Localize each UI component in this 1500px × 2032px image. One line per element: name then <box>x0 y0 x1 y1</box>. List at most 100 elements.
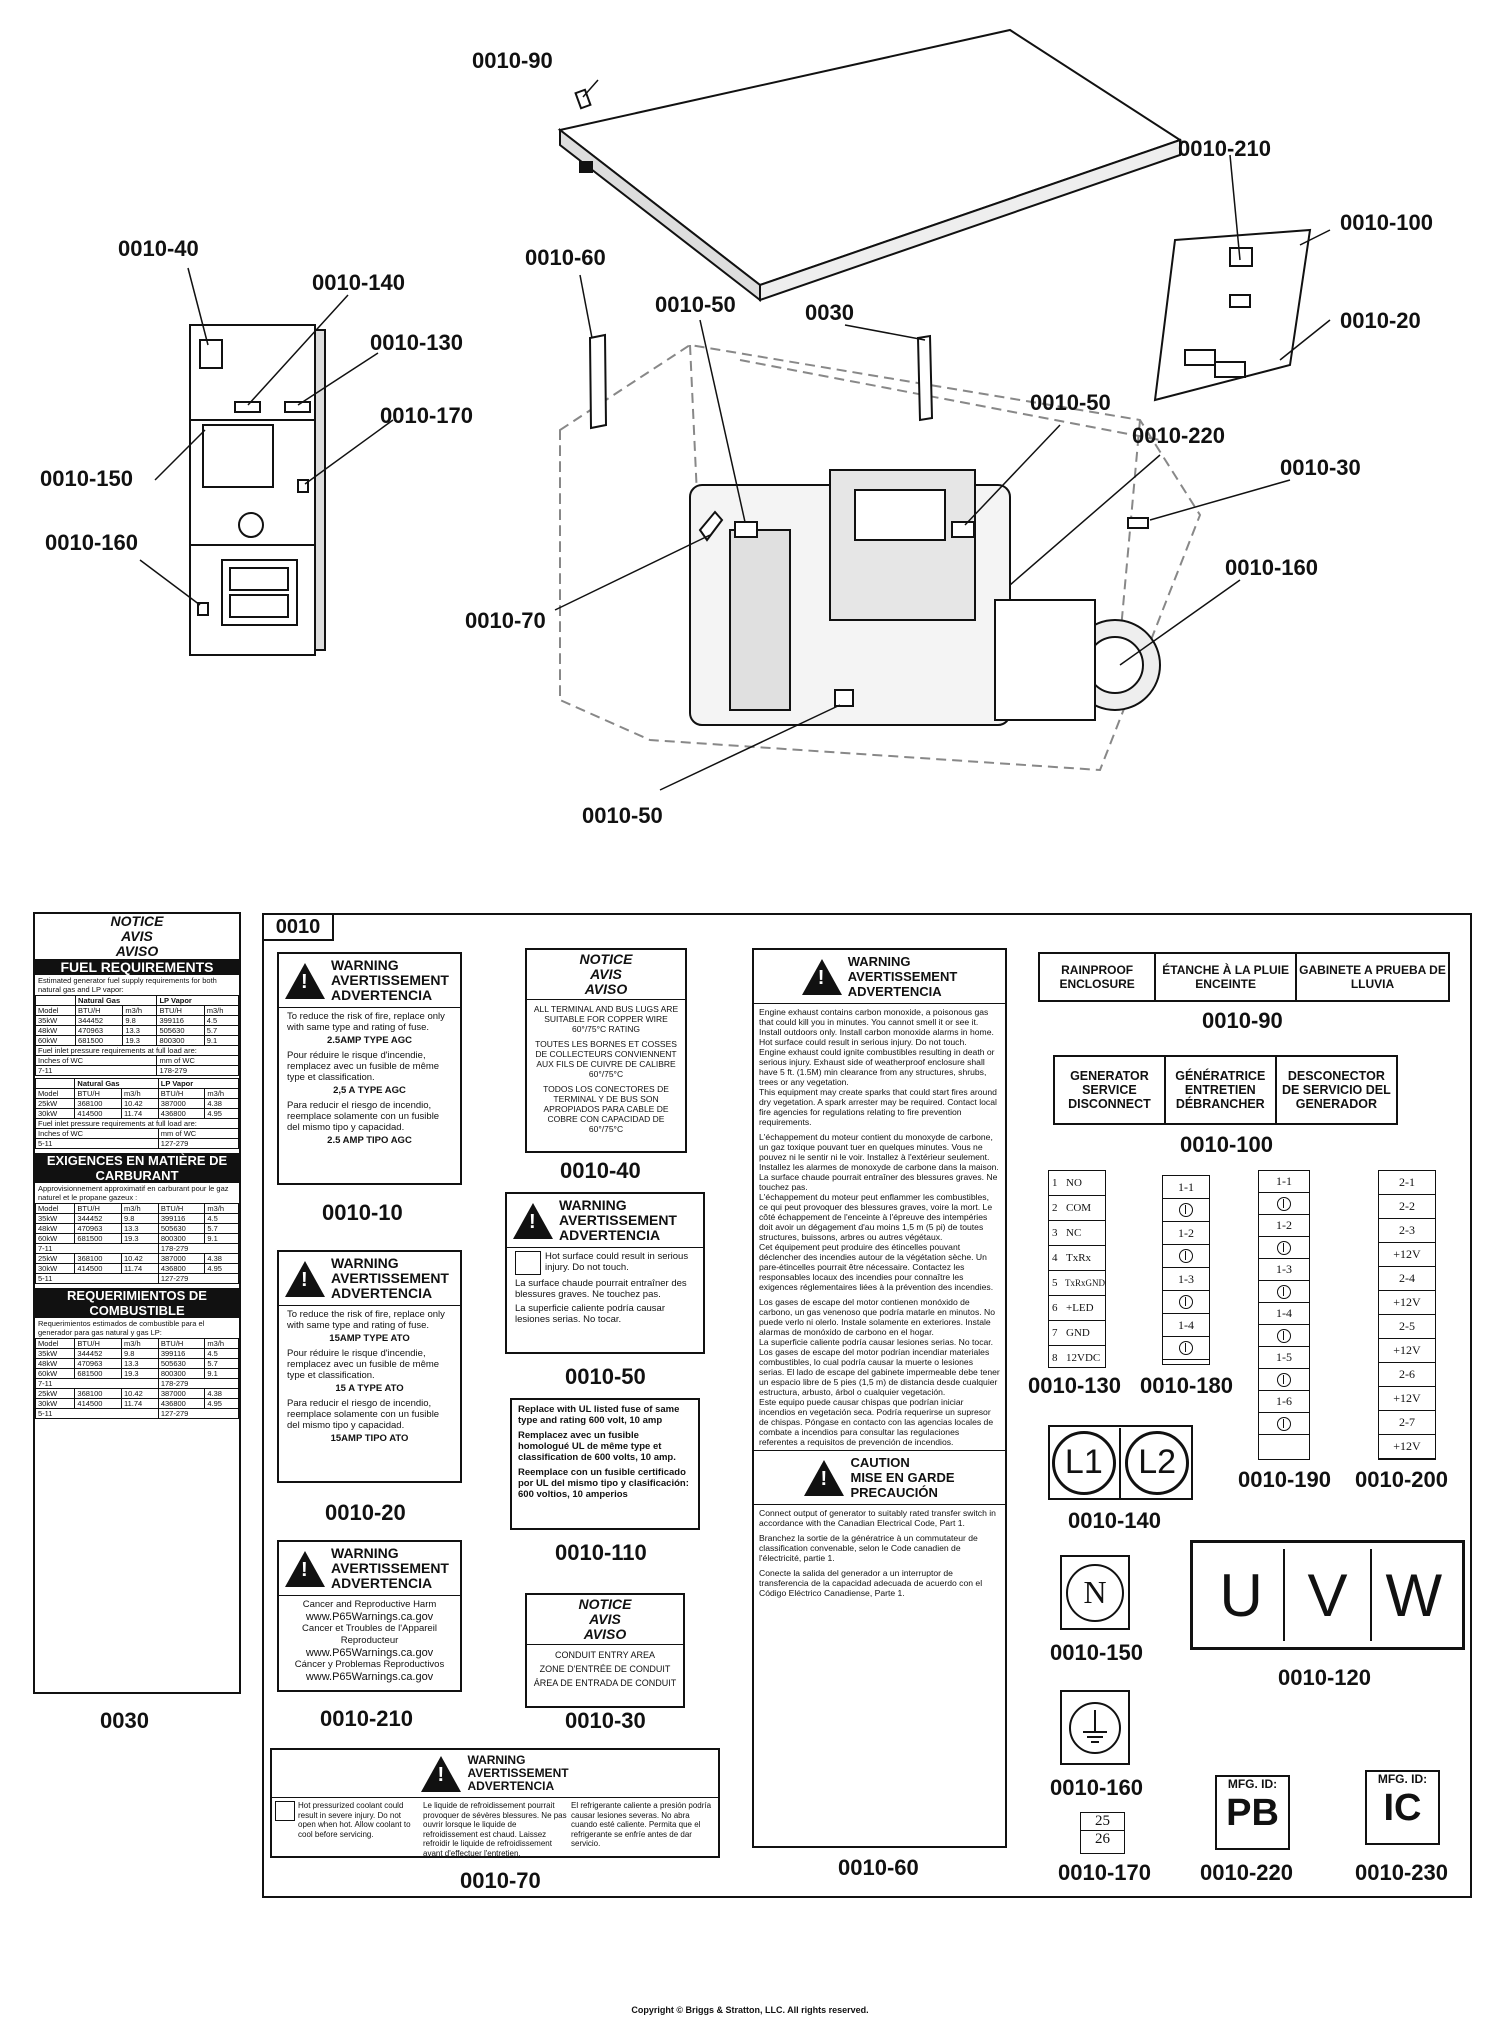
label-0010-50: 0010-50 <box>565 1364 646 1389</box>
enclosure-decals <box>588 333 1149 707</box>
l1-badge: L1 <box>1051 1430 1116 1495</box>
terminal-number: 7 <box>1052 1327 1058 1339</box>
terminal-name: COM <box>1066 1202 1092 1214</box>
decal-0010-100: GENERATOR SERVICE DISCONNECT GÉNÉRATRICE… <box>1053 1055 1398 1125</box>
callout-0010-50-mid: 0010-50 <box>1030 390 1111 415</box>
terminal-number: 4 <box>1052 1252 1058 1264</box>
warning-triangle-icon <box>421 1755 462 1792</box>
warning-triangle-icon <box>285 962 325 999</box>
callout-0010-210: 0010-210 <box>1178 136 1271 161</box>
terminal-ground-row <box>1163 1337 1209 1360</box>
callout-0010-160-right: 0010-160 <box>1225 555 1318 580</box>
callout-0010-100: 0010-100 <box>1340 210 1433 235</box>
terminal-symbol-icon <box>1277 1372 1291 1387</box>
terminal-number: 5 <box>1052 1277 1058 1289</box>
warning-triangle-icon <box>285 1260 325 1297</box>
callout-0010-130: 0010-130 <box>370 330 463 355</box>
label-0010-120: 0010-120 <box>1278 1665 1371 1690</box>
callout-0010-30: 0010-30 <box>1280 455 1361 480</box>
terminal-name: 12VDC <box>1066 1352 1101 1364</box>
terminal-symbol-icon <box>1179 1249 1193 1263</box>
terminal-name: +LED <box>1066 1302 1094 1314</box>
coolant-icon <box>275 1801 295 1821</box>
terminal-row: 1-1 <box>1163 1176 1209 1199</box>
terminal-symbol-icon <box>1277 1240 1291 1255</box>
label-0010-220: 0010-220 <box>1200 1860 1293 1885</box>
terminal-row: 1-6 <box>1259 1391 1309 1413</box>
fuel-title-en: FUEL REQUIREMENTS <box>35 959 239 975</box>
callout-0010-20: 0010-20 <box>1340 308 1421 333</box>
label-0010-40: 0010-40 <box>560 1158 641 1183</box>
exploded-view-diagram <box>139 28 1331 791</box>
callout-0010-50-top: 0010-50 <box>655 292 736 317</box>
callout-0010-170: 0010-170 <box>380 403 473 428</box>
decal-0010-230: MFG. ID: IC <box>1365 1770 1440 1845</box>
terminal-name: TxRxGND <box>1065 1278 1105 1288</box>
label-0010-30: 0010-30 <box>565 1708 646 1733</box>
terminal-row: 1-2 <box>1163 1222 1209 1245</box>
terminal-row: +12V <box>1379 1435 1435 1459</box>
callout-0010-220: 0010-220 <box>1132 423 1225 448</box>
terminal-symbol-icon <box>1277 1196 1291 1211</box>
label-0010-230: 0010-230 <box>1355 1860 1448 1885</box>
label-0010-110: 0010-110 <box>555 1540 647 1565</box>
label-0010-180: 0010-180 <box>1140 1373 1233 1398</box>
terminal-row: 2-1 <box>1379 1171 1435 1195</box>
label-0010-200: 0010-200 <box>1355 1467 1448 1492</box>
label-0010-70: 0010-70 <box>460 1868 541 1893</box>
terminal-ground-row <box>1259 1281 1309 1303</box>
label-0010-190: 0010-190 <box>1238 1467 1331 1492</box>
fuel-title-es: REQUERIMIENTOS DE COMBUSTIBLE <box>35 1288 239 1318</box>
callout-0010-40: 0010-40 <box>118 236 199 261</box>
copyright: Copyright © Briggs & Stratton, LLC. All … <box>631 2005 869 2015</box>
callout-0030: 0030 <box>805 300 854 325</box>
decal-0010-90: RAINPROOF ENCLOSURE ÉTANCHE À LA PLUIE E… <box>1038 952 1450 1002</box>
label-0010-20: 0010-20 <box>325 1500 406 1525</box>
terminal-ground-row <box>1163 1245 1209 1268</box>
terminal-row: +12V <box>1379 1291 1435 1315</box>
terminal-row: 1-1 <box>1259 1171 1309 1193</box>
terminal-number: 1 <box>1052 1177 1058 1189</box>
terminal-row: 1-3 <box>1259 1259 1309 1281</box>
terminal-row: 1-4 <box>1163 1314 1209 1337</box>
fuel-sub-es: Requerimientos estimados de combustible … <box>38 1319 205 1337</box>
label-0010-170: 0010-170 <box>1058 1860 1151 1885</box>
decal-0010-140: L1 L2 <box>1048 1425 1193 1500</box>
control-panel <box>189 324 326 656</box>
label-0010-60: 0010-60 <box>838 1855 919 1880</box>
terminal-number: 2 <box>1052 1202 1058 1214</box>
callout-0010-150: 0010-150 <box>40 466 133 491</box>
label-0010-130: 0010-130 <box>1028 1373 1121 1398</box>
terminal-symbol-icon <box>1277 1284 1291 1299</box>
terminal-symbol-icon <box>1277 1416 1291 1431</box>
ground-icon <box>1069 1701 1121 1754</box>
decal-0010-150: N <box>1060 1555 1130 1630</box>
kit-id-box: 0010 <box>262 913 334 941</box>
engine <box>689 469 1161 726</box>
terminal-name: NO <box>1066 1177 1082 1189</box>
callout-0010-90: 0010-90 <box>472 48 553 73</box>
terminal-row: 1 NO <box>1049 1171 1105 1196</box>
label-0010-160: 0010-160 <box>1050 1775 1143 1800</box>
terminal-row: 2-4 <box>1379 1267 1435 1291</box>
terminal-number: 3 <box>1052 1227 1058 1239</box>
label-0010-10: 0010-10 <box>322 1200 403 1225</box>
terminal-symbol-icon <box>1179 1295 1193 1309</box>
decal-0010-170: 25 26 <box>1080 1812 1125 1854</box>
